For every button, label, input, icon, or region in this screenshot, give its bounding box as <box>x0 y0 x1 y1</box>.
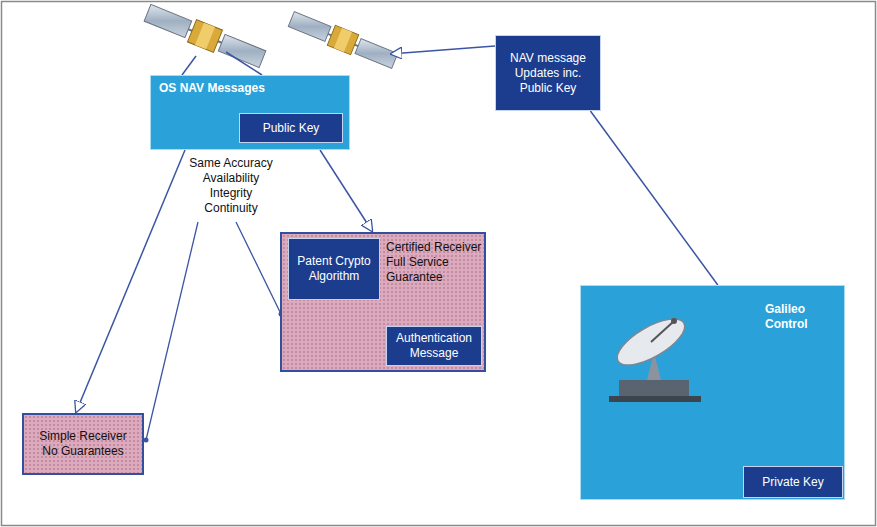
antenna-dish <box>611 310 692 374</box>
satellite-body <box>188 20 223 53</box>
satellite-body <box>334 28 352 52</box>
control-box: Galileo ControlPrivate Key <box>580 285 845 500</box>
solar-panel <box>144 4 192 37</box>
box-text: Galileo Control <box>765 302 837 332</box>
satellite <box>143 2 267 71</box>
receiver-box: Simple Receiver No Guarantees <box>22 413 144 475</box>
solar-panel <box>288 12 331 42</box>
antenna-feed <box>671 318 677 324</box>
uplink-arrow <box>390 46 495 54</box>
satellite <box>287 9 399 71</box>
connector-arrow <box>590 111 717 285</box>
key-box: Public Key <box>239 113 343 143</box>
box-text: NAV message Updates inc. Public Key <box>502 51 594 96</box>
downlink-line <box>226 52 262 75</box>
message-box: Authentication Message <box>386 326 482 366</box>
connector-arrow <box>76 150 185 413</box>
update-box: NAV message Updates inc. Public Key <box>495 35 601 111</box>
connector-arrow <box>320 150 373 232</box>
satellite-body <box>327 25 358 54</box>
box-text: Public Key <box>263 121 320 136</box>
leader-dot <box>144 438 149 443</box>
box-text: Private Key <box>762 475 823 490</box>
box-text: Authentication Message <box>393 331 475 361</box>
box-text: Certified Receiver Full Service Guarante… <box>386 240 482 285</box>
antenna-base <box>609 396 701 402</box>
receiver-box: Certified Receiver Full Service Guarante… <box>280 232 486 372</box>
antenna-building <box>619 380 689 398</box>
downlink-line <box>182 56 196 75</box>
ground-antenna <box>599 302 719 412</box>
service-note: Same Accuracy Availability Integrity Con… <box>183 156 279 216</box>
algorithm-box: Patent Crypto Algorithm <box>288 238 380 300</box>
box-text: Patent Crypto Algorithm <box>295 254 373 284</box>
message-box: OS NAV MessagesPublic Key <box>150 75 350 150</box>
key-box: Private Key <box>743 466 843 498</box>
leader-line <box>236 222 281 314</box>
antenna-feed <box>651 322 673 342</box>
satellite-body <box>195 23 215 50</box>
box-text: OS NAV Messages <box>159 81 341 96</box>
leader-line <box>146 222 198 440</box>
box-text: Simple Receiver No Guarantees <box>34 429 132 459</box>
